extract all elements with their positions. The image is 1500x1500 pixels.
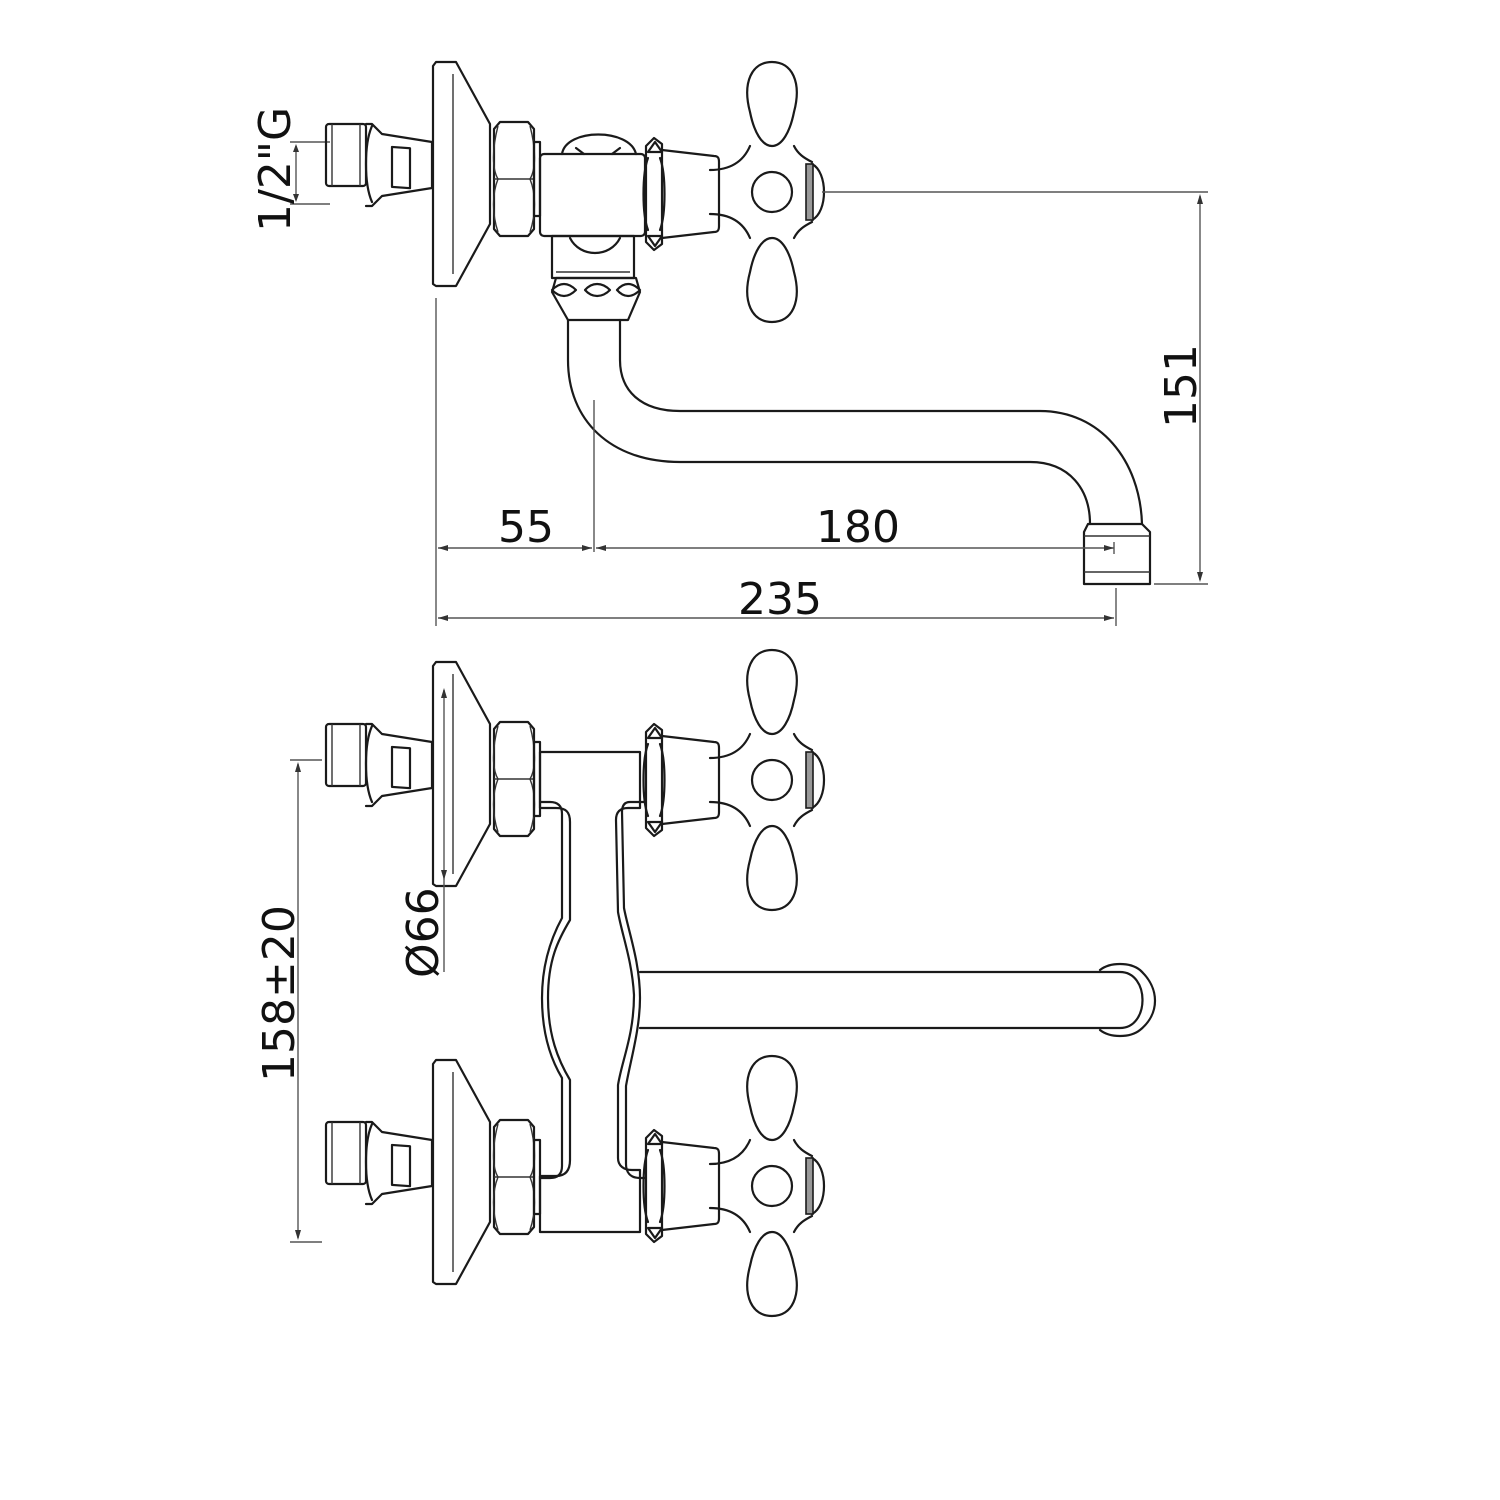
total-projection-label: 235 <box>738 574 822 625</box>
wall-offset-label: 55 <box>498 502 554 553</box>
height-dimension-label: 151 <box>1156 344 1207 428</box>
flange-diameter-label: Ø66 <box>398 887 449 978</box>
thread-size-label: 1/2"G <box>250 107 301 232</box>
side-view: 1/2"G 151 <box>250 60 1208 626</box>
spout-reach-label: 180 <box>816 502 900 553</box>
front-view: Ø66 158±20 <box>254 648 1156 1318</box>
inlet-centers-label: 158±20 <box>254 905 305 1082</box>
